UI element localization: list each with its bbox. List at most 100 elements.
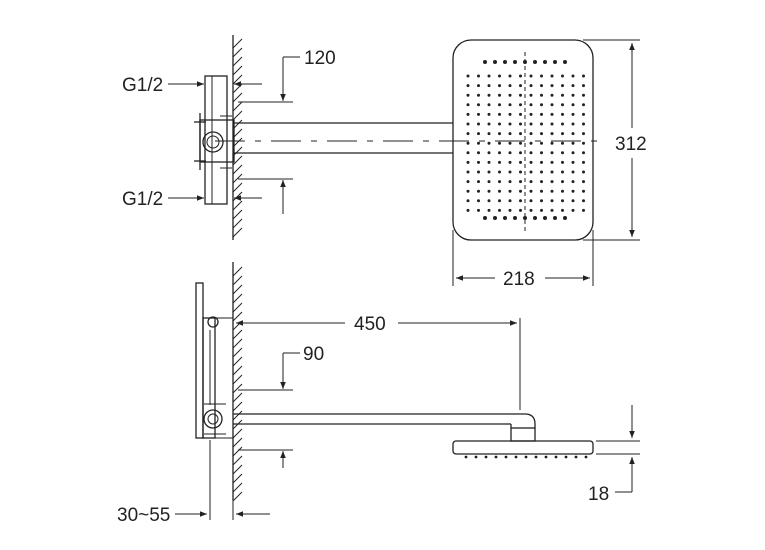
nozzle-dot xyxy=(550,180,554,184)
inlet-body-side xyxy=(195,282,233,439)
nozzle-dot xyxy=(561,160,564,164)
nozzle-dot xyxy=(533,216,537,220)
nozzle-dot xyxy=(571,93,575,97)
nozzle-dot xyxy=(477,180,480,184)
nozzle-dot xyxy=(466,141,470,145)
nozzle-dot xyxy=(540,132,543,136)
nozzle-dot xyxy=(561,74,564,78)
nozzle-dot xyxy=(498,180,501,184)
nozzle-dot xyxy=(508,160,512,164)
nozzle-dot xyxy=(550,141,554,145)
nozzle-dot xyxy=(519,122,522,126)
side-view: 450 90 30~55 18 xyxy=(117,262,640,526)
nozzle-dot xyxy=(571,151,575,155)
nozzle-dot xyxy=(561,132,564,136)
nozzle-dot xyxy=(561,189,564,193)
nozzle-dot xyxy=(519,93,522,97)
shower-head-side xyxy=(452,440,594,459)
nozzle-dot xyxy=(529,160,533,164)
wall-hatch-line xyxy=(232,428,243,439)
nozzle-dot xyxy=(466,180,470,184)
dimension-arm-drop: 90 xyxy=(238,344,324,468)
wall-hatch-line xyxy=(232,191,243,202)
nozzle-dot xyxy=(498,84,501,88)
nozzle-dot xyxy=(487,189,491,193)
nozzle-dot xyxy=(540,74,543,78)
nozzle-dot xyxy=(529,93,533,97)
nozzle-dot xyxy=(561,141,564,145)
nozzle-dot xyxy=(508,180,512,184)
nozzle-dot xyxy=(553,216,557,220)
nozzle-dot xyxy=(483,60,487,64)
head-width-label: 218 xyxy=(503,269,535,290)
nozzle-dot xyxy=(477,74,480,78)
nozzle-dot xyxy=(550,189,554,193)
nozzle-dot xyxy=(477,93,480,97)
inlet-top-label: G1/2 xyxy=(122,75,163,96)
top-view: G1/2 G1/2 120 312 xyxy=(122,35,647,290)
nozzle-dot xyxy=(494,455,498,459)
nozzle-dot xyxy=(477,199,480,203)
nozzle-dot xyxy=(550,84,554,88)
head-height-label: 312 xyxy=(615,134,647,155)
wall-hatch-line xyxy=(232,293,243,304)
nozzle-dot xyxy=(540,122,543,126)
nozzle-dot xyxy=(529,132,533,136)
nozzle-dot xyxy=(529,122,533,126)
wall-hatch-line xyxy=(232,92,243,103)
nozzle-dot xyxy=(498,170,501,174)
nozzle-dot xyxy=(519,74,522,78)
nozzle-dot xyxy=(540,151,543,155)
wall-hatch-line xyxy=(232,275,243,286)
nozzle-dot xyxy=(498,122,501,126)
nozzle-dot xyxy=(571,74,575,78)
dimension-head-thickness: 18 xyxy=(588,405,640,505)
nozzle-dot xyxy=(498,74,501,78)
nozzle-dot xyxy=(487,103,491,107)
nozzle-dot xyxy=(487,93,491,97)
dimension-head-width: 218 xyxy=(452,230,594,290)
nozzle-dot xyxy=(529,112,533,116)
nozzle-dot xyxy=(584,455,588,459)
nozzle-dot xyxy=(519,112,522,116)
nozzle-dot xyxy=(544,455,548,459)
nozzle-dot xyxy=(519,199,522,203)
nozzle-dot xyxy=(477,208,480,212)
nozzle-dot xyxy=(477,189,480,193)
nozzle-dot xyxy=(540,208,543,212)
nozzle-dot xyxy=(508,141,512,145)
nozzle-dot xyxy=(540,103,543,107)
nozzle-dot xyxy=(508,151,512,155)
nozzle-dot xyxy=(582,103,585,107)
nozzle-dot xyxy=(582,208,585,212)
nozzle-dot xyxy=(466,74,470,78)
nozzle-grid xyxy=(466,60,585,220)
wall-hatch-line xyxy=(232,74,243,85)
nozzle-dot xyxy=(477,132,480,136)
wall-hatch-line xyxy=(232,218,243,229)
nozzle-dot xyxy=(477,84,480,88)
nozzle-dot xyxy=(561,122,564,126)
wall-hatch-line xyxy=(232,227,243,238)
nozzle-dot xyxy=(487,84,491,88)
dimension-inlet-spacing: 120 xyxy=(238,48,336,214)
wall-hatch-line xyxy=(232,482,243,493)
nozzle-dot xyxy=(561,112,564,116)
nozzle-dot xyxy=(487,199,491,203)
nozzle-dot xyxy=(571,84,575,88)
dimension-inlet-top: G1/2 xyxy=(122,75,262,96)
nozzle-dot xyxy=(571,141,575,145)
nozzle-dot xyxy=(477,103,480,107)
nozzle-dot xyxy=(513,60,517,64)
nozzle-dot xyxy=(464,455,468,459)
wall-hatch-line xyxy=(232,365,243,376)
nozzle-dot xyxy=(571,132,575,136)
nozzle-dot xyxy=(582,141,585,145)
nozzle-dot xyxy=(519,170,522,174)
nozzle-dot xyxy=(493,60,497,64)
nozzle-dot xyxy=(582,151,585,155)
nozzle-dot xyxy=(571,189,575,193)
nozzle-dot xyxy=(498,160,501,164)
nozzle-dot xyxy=(529,180,533,184)
nozzle-dot xyxy=(487,208,491,212)
